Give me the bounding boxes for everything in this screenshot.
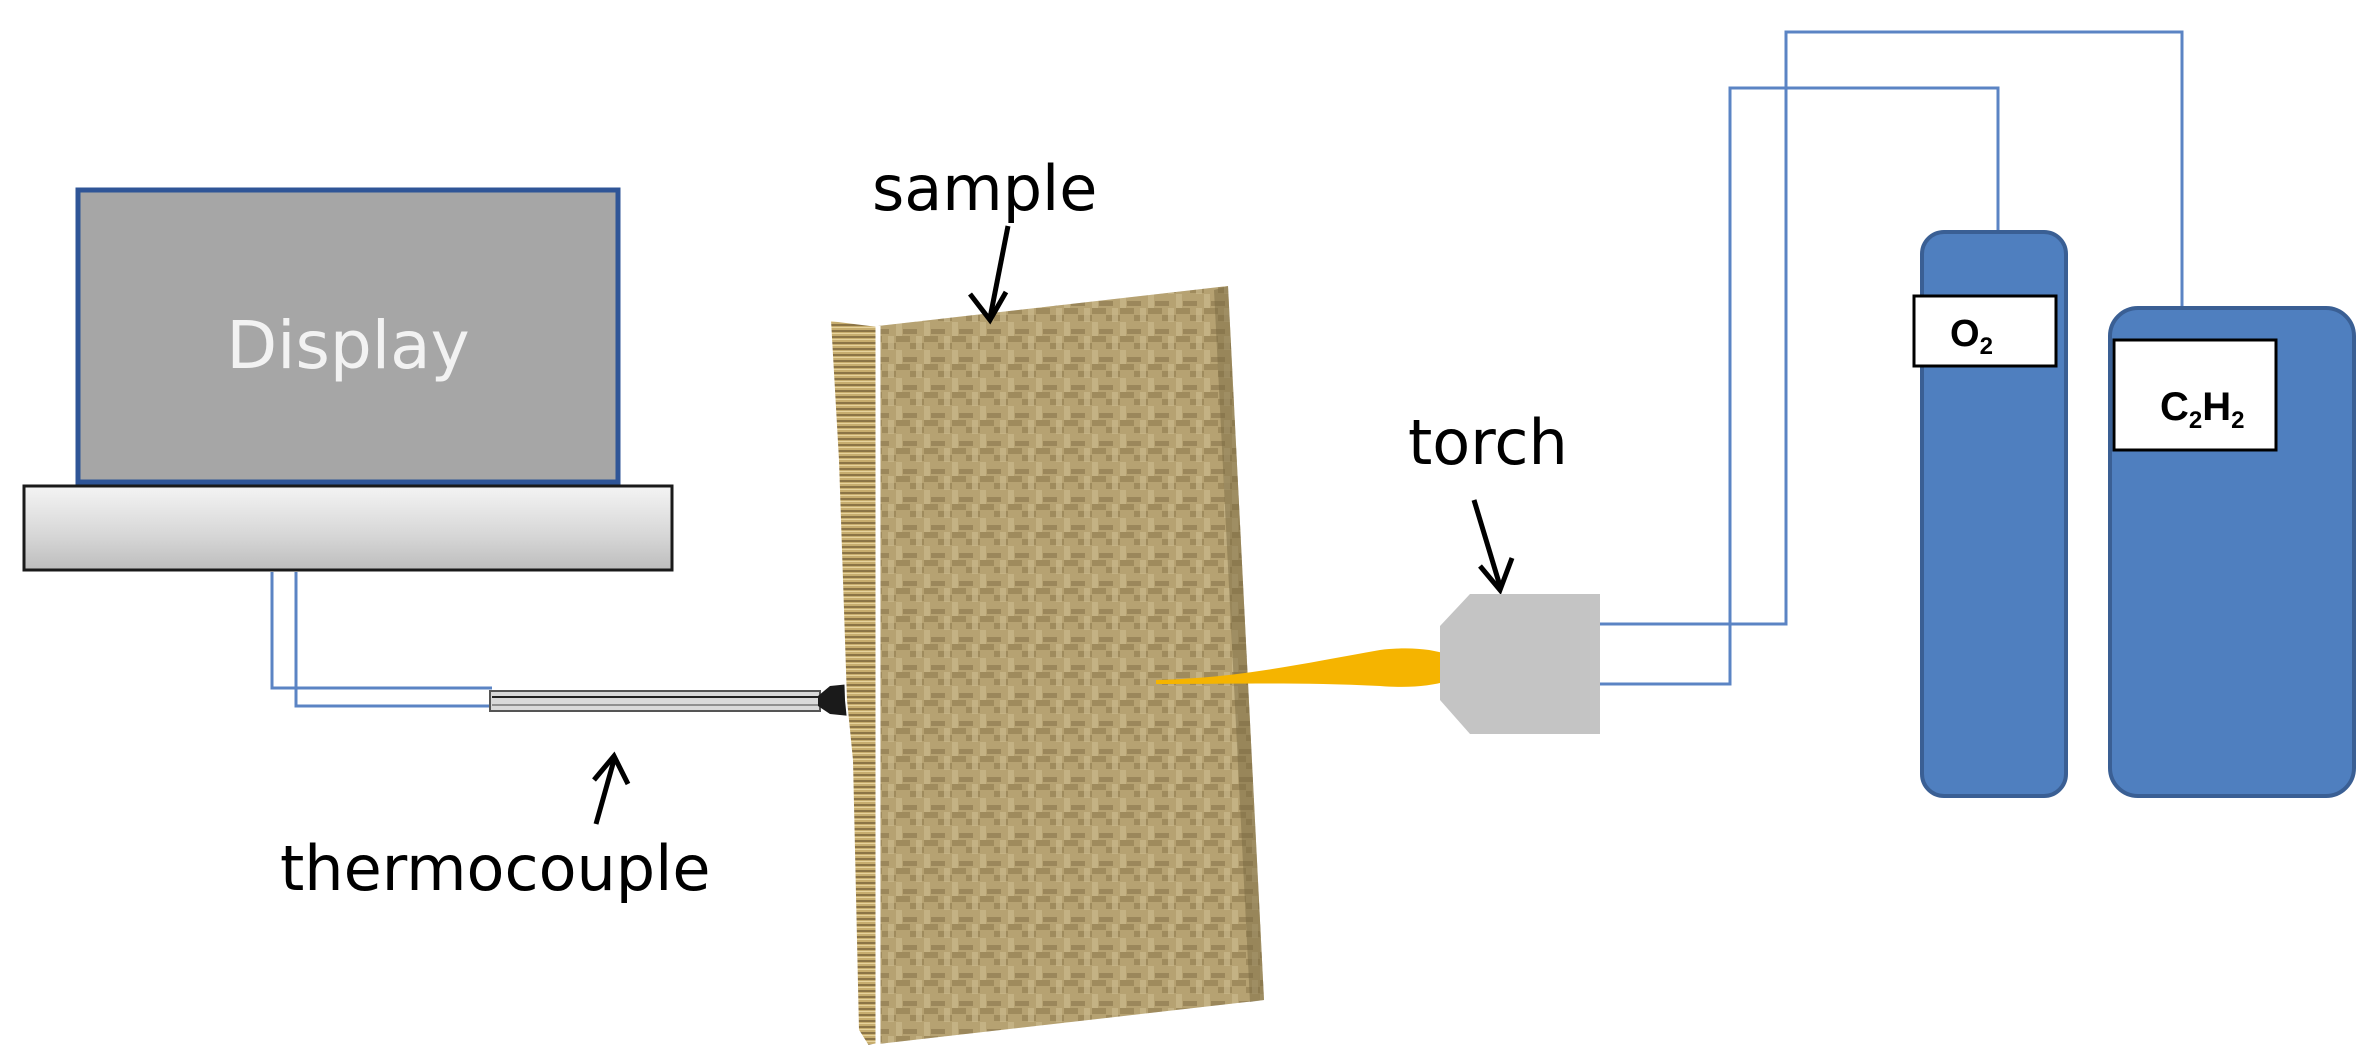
oxygen-label-box (1912, 294, 2058, 368)
torch-label: torch (1408, 406, 1568, 479)
display-base (22, 484, 674, 572)
flame (1156, 648, 1470, 687)
thermocouple-wires (270, 572, 492, 708)
acetylene-carbon: C (2160, 385, 2189, 429)
oxygen-subscript: 2 (1980, 333, 1993, 360)
sample-edge (828, 318, 879, 1048)
sample-face (878, 286, 1264, 1044)
acetylene-hydrogen: H (2202, 385, 2231, 429)
sample-label: sample (872, 152, 1097, 225)
display-label: Display (226, 307, 469, 384)
torch-arrow (1471, 499, 1515, 595)
acetylene-carbon-sub: 2 (2189, 407, 2202, 434)
svg-text:O2: O2 (1950, 313, 1993, 360)
display-monitor: Display (75, 187, 621, 485)
sample-arrow (968, 225, 1011, 325)
sample-block (828, 286, 1264, 1048)
thermocouple-label: thermocouple (280, 832, 711, 905)
oxygen-symbol: O (1950, 313, 1980, 355)
thermocouple-arrow (592, 751, 631, 825)
gas-tubes (1600, 30, 2184, 686)
svg-text:C2H2: C2H2 (2160, 385, 2245, 434)
oxygen-cylinder: O2 (1912, 230, 2068, 798)
acetylene-cylinder: C2H2 (2108, 306, 2356, 798)
torch (1440, 594, 1600, 734)
acetylene-label-box (2112, 338, 2278, 452)
acetylene-hydrogen-sub: 2 (2231, 407, 2244, 434)
thermocouple-probe (489, 684, 856, 716)
display-screen (75, 187, 621, 485)
